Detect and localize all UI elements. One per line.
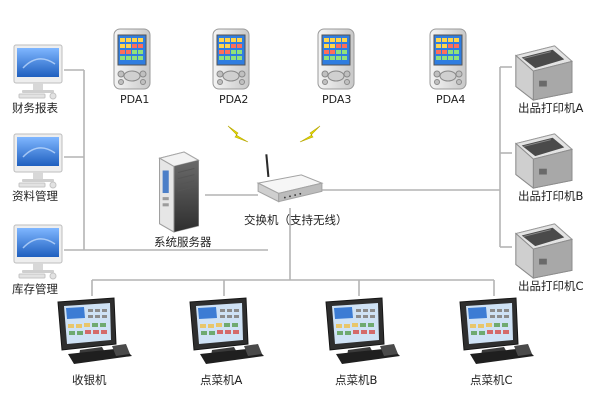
- wireless-signal-icon: [227, 125, 249, 143]
- computer-data-management: 资料管理: [12, 133, 63, 203]
- computer-icon: [13, 44, 63, 100]
- pda-icon: [317, 28, 355, 90]
- pda-icon: [113, 28, 151, 90]
- computer-inventory: 库存管理: [12, 224, 63, 296]
- pda-label: PDA3: [322, 93, 351, 106]
- computer-icon: [13, 224, 63, 280]
- pda-label: PDA4: [436, 93, 465, 106]
- system-server: 系统服务器: [154, 151, 212, 249]
- printer-c: 出品打印机C: [515, 223, 584, 293]
- ordering-terminal-b: 点菜机B: [325, 297, 401, 387]
- pda-2: PDA2: [212, 28, 250, 106]
- ordering-terminal-c: 点菜机C: [459, 297, 535, 387]
- pos-terminal-icon: [325, 297, 401, 365]
- computer-label: 财务报表: [12, 101, 58, 115]
- printer-icon: [515, 133, 573, 189]
- connection-lines: [64, 66, 512, 296]
- switch-label: 交换机（支持无线）: [244, 213, 348, 227]
- computer-icon: [13, 133, 63, 189]
- terminal-label: 收银机: [72, 373, 107, 387]
- server-label: 系统服务器: [154, 235, 212, 249]
- terminal-label: 点菜机B: [335, 373, 377, 387]
- ordering-terminal-a: 点菜机A: [189, 297, 265, 387]
- pos-terminal-icon: [189, 297, 265, 365]
- printer-icon: [515, 223, 573, 279]
- terminal-label: 点菜机C: [470, 373, 513, 387]
- pda-label: PDA2: [219, 93, 248, 106]
- printer-label: 出品打印机B: [518, 189, 583, 203]
- pda-label: PDA1: [120, 93, 149, 106]
- server-icon: [158, 151, 200, 233]
- computer-label: 库存管理: [12, 282, 58, 296]
- printer-b: 出品打印机B: [515, 133, 583, 203]
- pos-terminal-icon: [57, 297, 133, 365]
- pda-icon: [212, 28, 250, 90]
- printer-label: 出品打印机A: [518, 101, 583, 115]
- pda-icon: [429, 28, 467, 90]
- pos-terminal-icon: [459, 297, 535, 365]
- pda-1: PDA1: [113, 28, 151, 106]
- pda-3: PDA3: [317, 28, 355, 106]
- computer-label: 资料管理: [12, 189, 58, 203]
- cashier-terminal: 收银机: [57, 297, 133, 387]
- computer-finance: 财务报表: [12, 44, 63, 115]
- printer-label: 出品打印机C: [518, 279, 584, 293]
- terminal-label: 点菜机A: [200, 373, 242, 387]
- pda-4: PDA4: [429, 28, 467, 106]
- router-icon: [257, 153, 323, 203]
- printer-a: 出品打印机A: [515, 45, 583, 115]
- printer-icon: [515, 45, 573, 101]
- wireless-signal-icon: [299, 125, 321, 143]
- wireless-switch: 交换机（支持无线）: [244, 153, 348, 227]
